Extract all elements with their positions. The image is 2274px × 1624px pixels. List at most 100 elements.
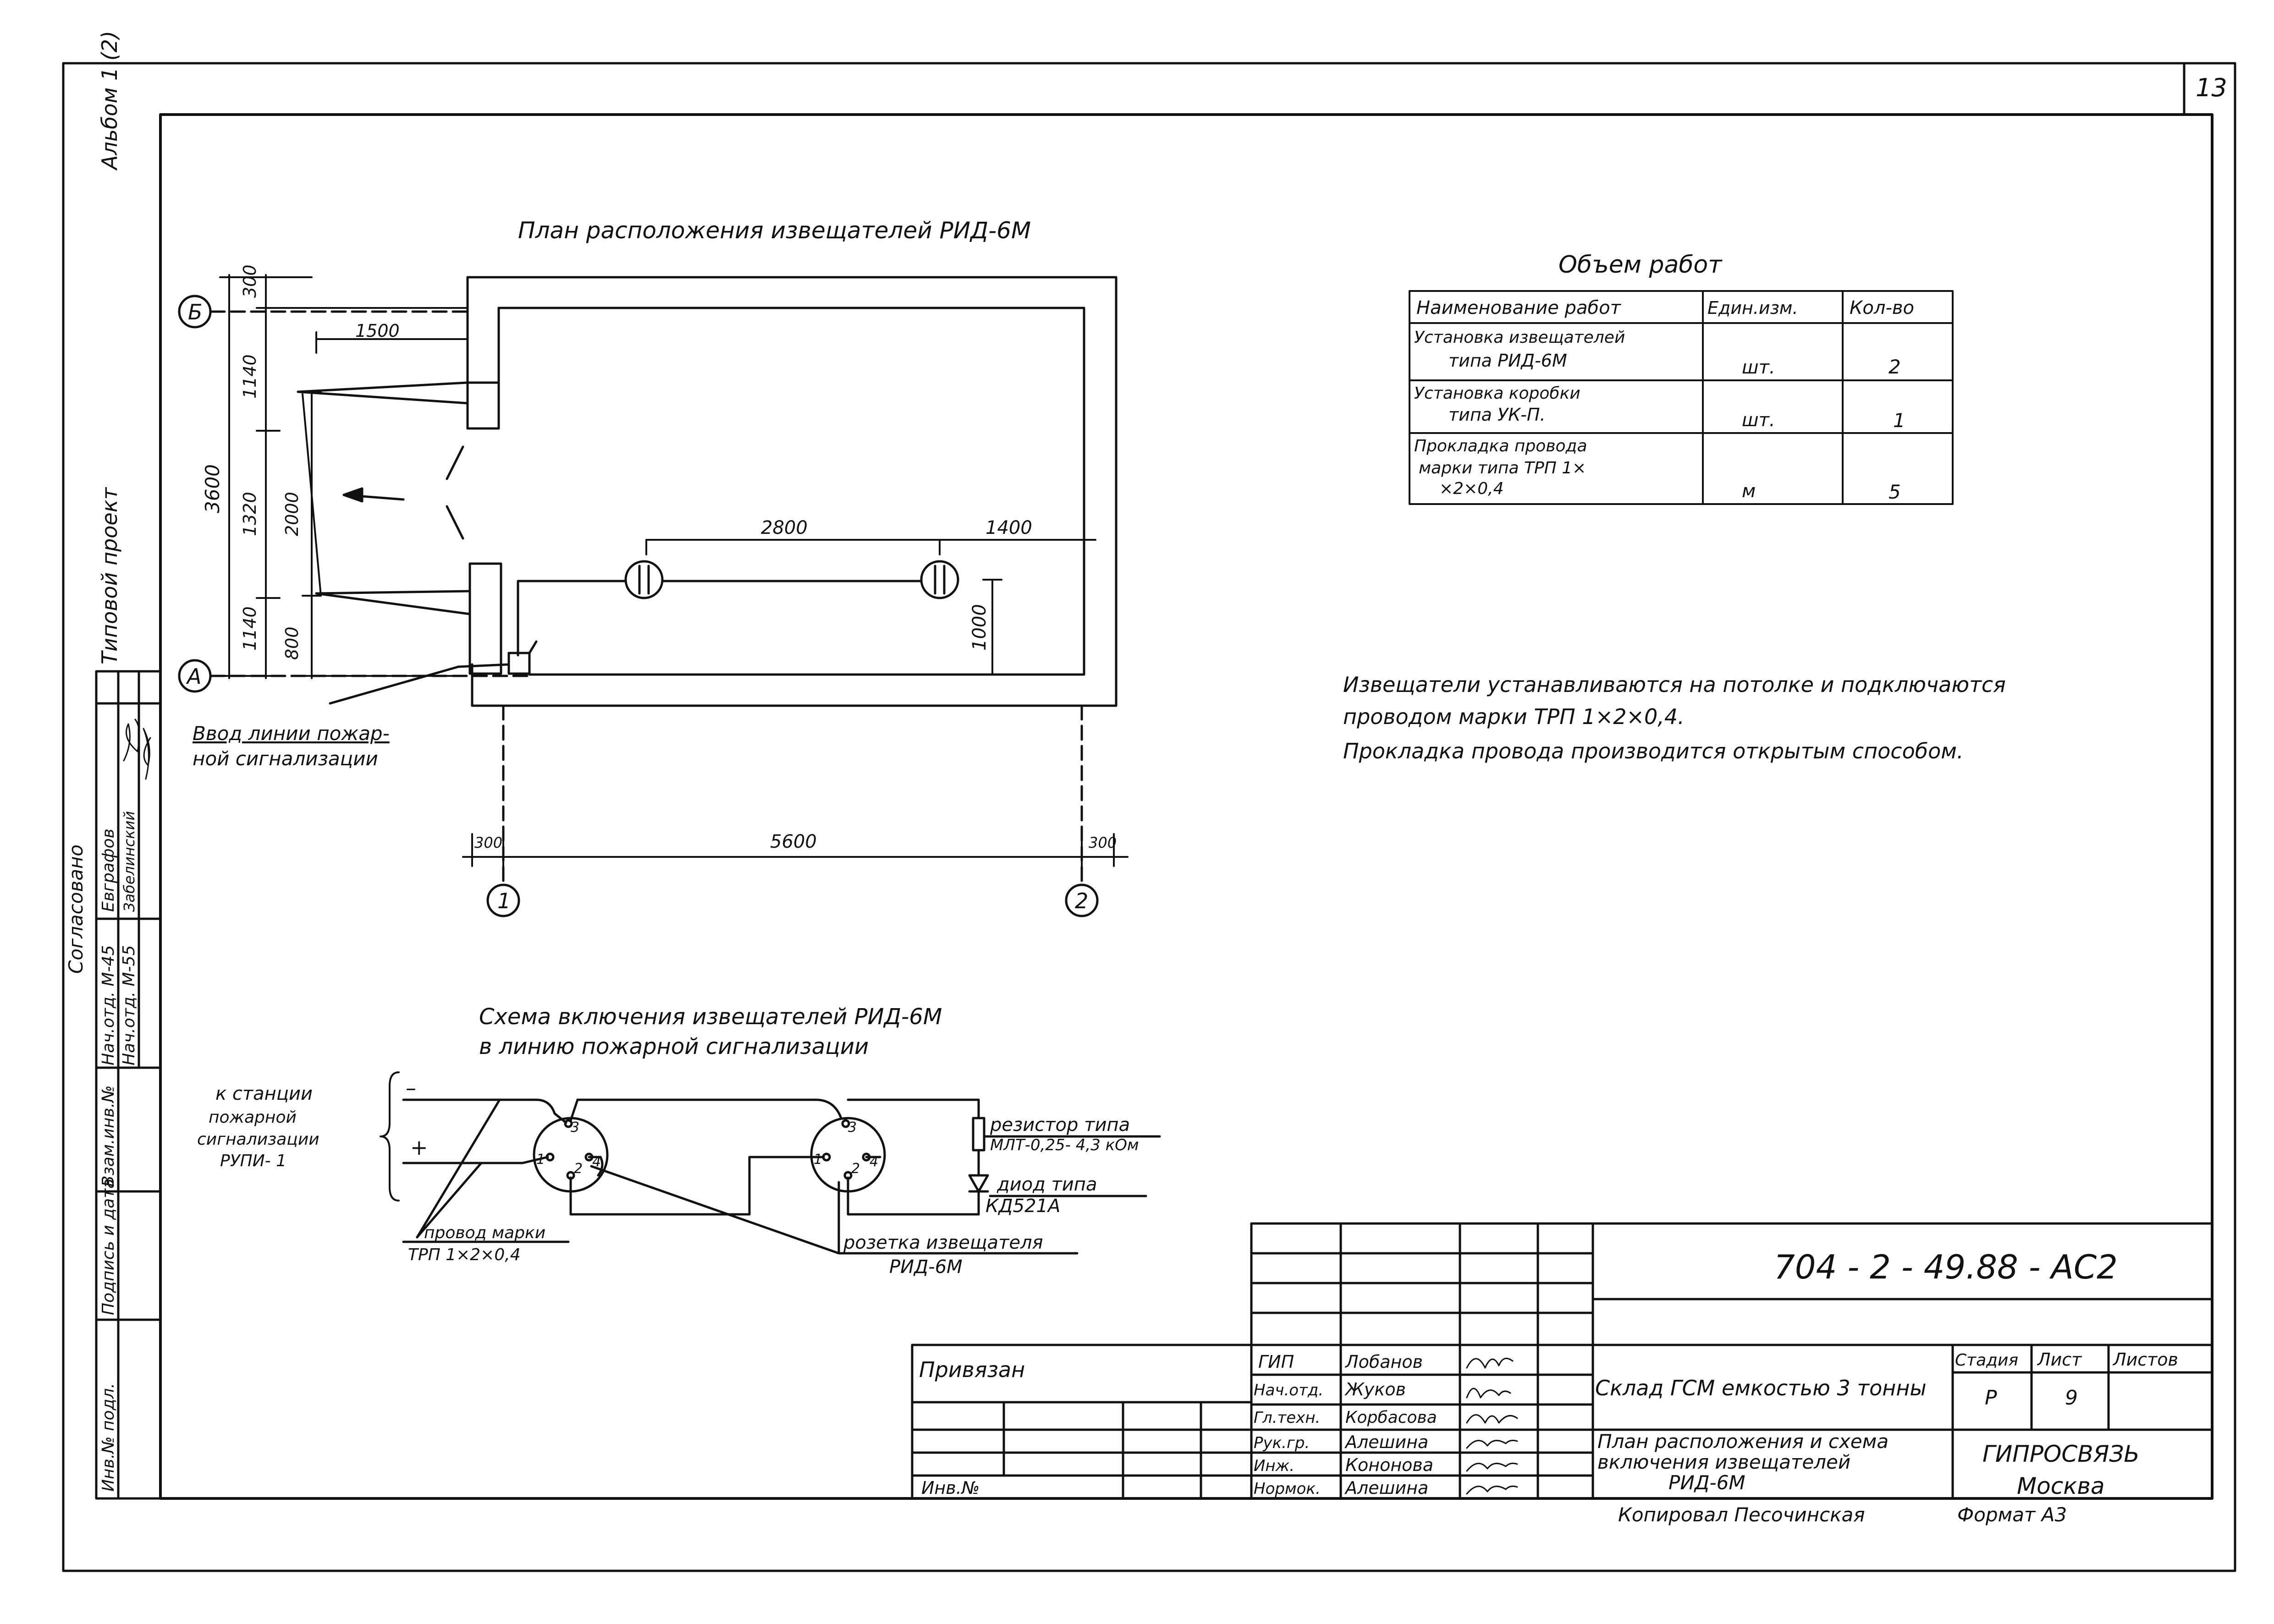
org-city: Москва [2017,1473,2105,1499]
axis-a-label: А [186,664,201,689]
role-1: Нач.отд. [1254,1381,1323,1399]
socket2-pin2: 2 [851,1161,860,1177]
name-0: Лобанов [1344,1352,1423,1372]
page-number: 13 [2196,73,2227,102]
gate-leaf-top [297,381,469,393]
gate-wall-bottom [468,562,502,675]
sheet-title-1: План расположения и схема [1597,1430,1889,1453]
signatures [1466,1357,1518,1495]
name-1: Жуков [1344,1379,1406,1399]
works-row1-name-2: типа РИД-6М [1448,351,1567,371]
junction-box [507,652,531,675]
signature-2 [143,728,151,780]
schema-title-2: в линию пожарной сигнализации [479,1034,869,1059]
axis-2-label: 2 [1075,889,1088,913]
object-name: Склад ГСМ емкостью 3 тонны [1595,1376,1927,1400]
entry-note-2: ной сигнализации [193,747,378,770]
agreed-row1-role: Нач.отд. М-45 [99,945,118,1065]
works-row1-unit: шт. [1742,357,1775,378]
works-table [1409,290,1954,505]
album-label: Альбом 1 (2) [97,31,122,171]
sheet-header: Лист [2037,1350,2082,1370]
socket1-pin2: 2 [574,1161,583,1177]
sheet-value: 9 [2065,1386,2078,1410]
name-2: Корбасова [1345,1408,1437,1427]
side-stamp: Согласовано Нач.отд. М-45 Евграфов Нач.о… [65,670,162,1500]
project-type-label: Типовой проект [97,487,122,664]
sheet-title-3: РИД-6М [1668,1471,1745,1494]
note-line-1: Извещатели устанавливаются на потолке и … [1343,672,2006,697]
stage-value: Р [1985,1386,1997,1410]
diode-label-2: КД521А [986,1196,1060,1217]
works-row3-qty: 5 [1889,481,1901,503]
works-row3-name-3: ×2×0,4 [1439,479,1503,498]
socket1-pin1: 1 [536,1152,545,1168]
org-name: ГИПРОСВЯЗЬ [1982,1441,2140,1467]
works-row2-unit: шт. [1742,410,1775,431]
role-4: Инж. [1254,1457,1294,1475]
schema-title-1: Схема включения извещателей РИД-6М [479,1004,942,1030]
station-3: сигнализации [197,1130,319,1149]
role-3: Рук.гр. [1254,1434,1310,1452]
dim-1140-top: 1140 [240,354,260,399]
inv-repl-label: Взам.инв.№ [99,1085,118,1187]
station-1: к станции [215,1083,313,1104]
works-row2-name-1: Установка коробки [1414,384,1580,403]
role-0: ГИП [1258,1352,1294,1372]
grid-axes: Б А 1 2 [178,295,1099,917]
station-brace [380,1071,400,1202]
wiring-schema [380,1071,1161,1255]
dim-5600: 5600 [770,831,817,852]
axis-2-bubble [1065,883,1099,917]
gate-wall-top [466,381,500,430]
dim-300-top: 300 [240,264,260,298]
wire-label-2: ТРП 1×2×0,4 [408,1245,521,1264]
entry-note-1: Ввод линии пожар- [193,722,390,745]
axis-b-label: Б [188,300,203,324]
works-row1-name-1: Установка извещателей [1414,328,1625,347]
station-2: пожарной [209,1108,297,1127]
dim-1400: 1400 [986,517,1032,538]
inv-orig-label: Инв.№ подл. [99,1383,118,1492]
works-header-unit: Един.изм. [1707,298,1798,318]
works-row2-name-2: типа УК-П. [1448,405,1546,425]
name-5: Алешина [1344,1478,1428,1498]
dim-1320: 1320 [240,492,260,536]
socket-label-1: розетка извещателя [843,1232,1043,1253]
works-row3-unit: м [1742,481,1756,502]
dim-2000: 2000 [282,492,302,536]
dim-3600: 3600 [201,464,224,513]
station-4: РУПИ- 1 [220,1152,286,1170]
resistor-label-2: МЛТ-0,25- 4,3 кОм [990,1136,1139,1154]
dim-1000: 1000 [969,604,990,651]
dim-800: 800 [282,626,302,660]
outer-border [62,62,2236,1572]
note-line-2: проводом марки ТРП 1×2×0,4. [1343,704,1685,729]
name-4: Кононова [1345,1455,1433,1475]
works-row2-qty: 1 [1893,409,1905,432]
diode-label-1: диод типа [997,1174,1097,1195]
sign-date-label: Подпись и дата [99,1179,118,1315]
axis-1-label: 1 [497,889,511,913]
entry-leader [457,663,510,668]
sheet-title-2: включения извещателей [1597,1451,1850,1473]
socket2-pin4: 4 [870,1154,878,1170]
plus-sign: + [410,1135,428,1160]
works-row3-name-1: Прокладка провода [1414,437,1587,455]
agreed-label: Согласовано [65,845,87,974]
dimensions-horizontal [462,833,1129,867]
inv-no-label: Инв.№ [921,1478,980,1498]
dim-300-right: 300 [1089,834,1117,851]
sheets-header: Листов [2112,1350,2178,1370]
socket2-pin3: 3 [848,1119,857,1136]
works-title: Объем работ [1558,251,1723,279]
bound-label: Привязан [919,1357,1025,1382]
works-row1-qty: 2 [1889,356,1901,378]
minus-sign: – [406,1075,416,1100]
role-2: Гл.техн. [1254,1409,1320,1427]
note-line-3: Прокладка провода производится открытым … [1343,739,1964,763]
agreed-row1-name: Евграфов [99,828,118,912]
socket1-pin3: 3 [571,1119,579,1136]
dim-1140-bottom: 1140 [240,606,260,651]
